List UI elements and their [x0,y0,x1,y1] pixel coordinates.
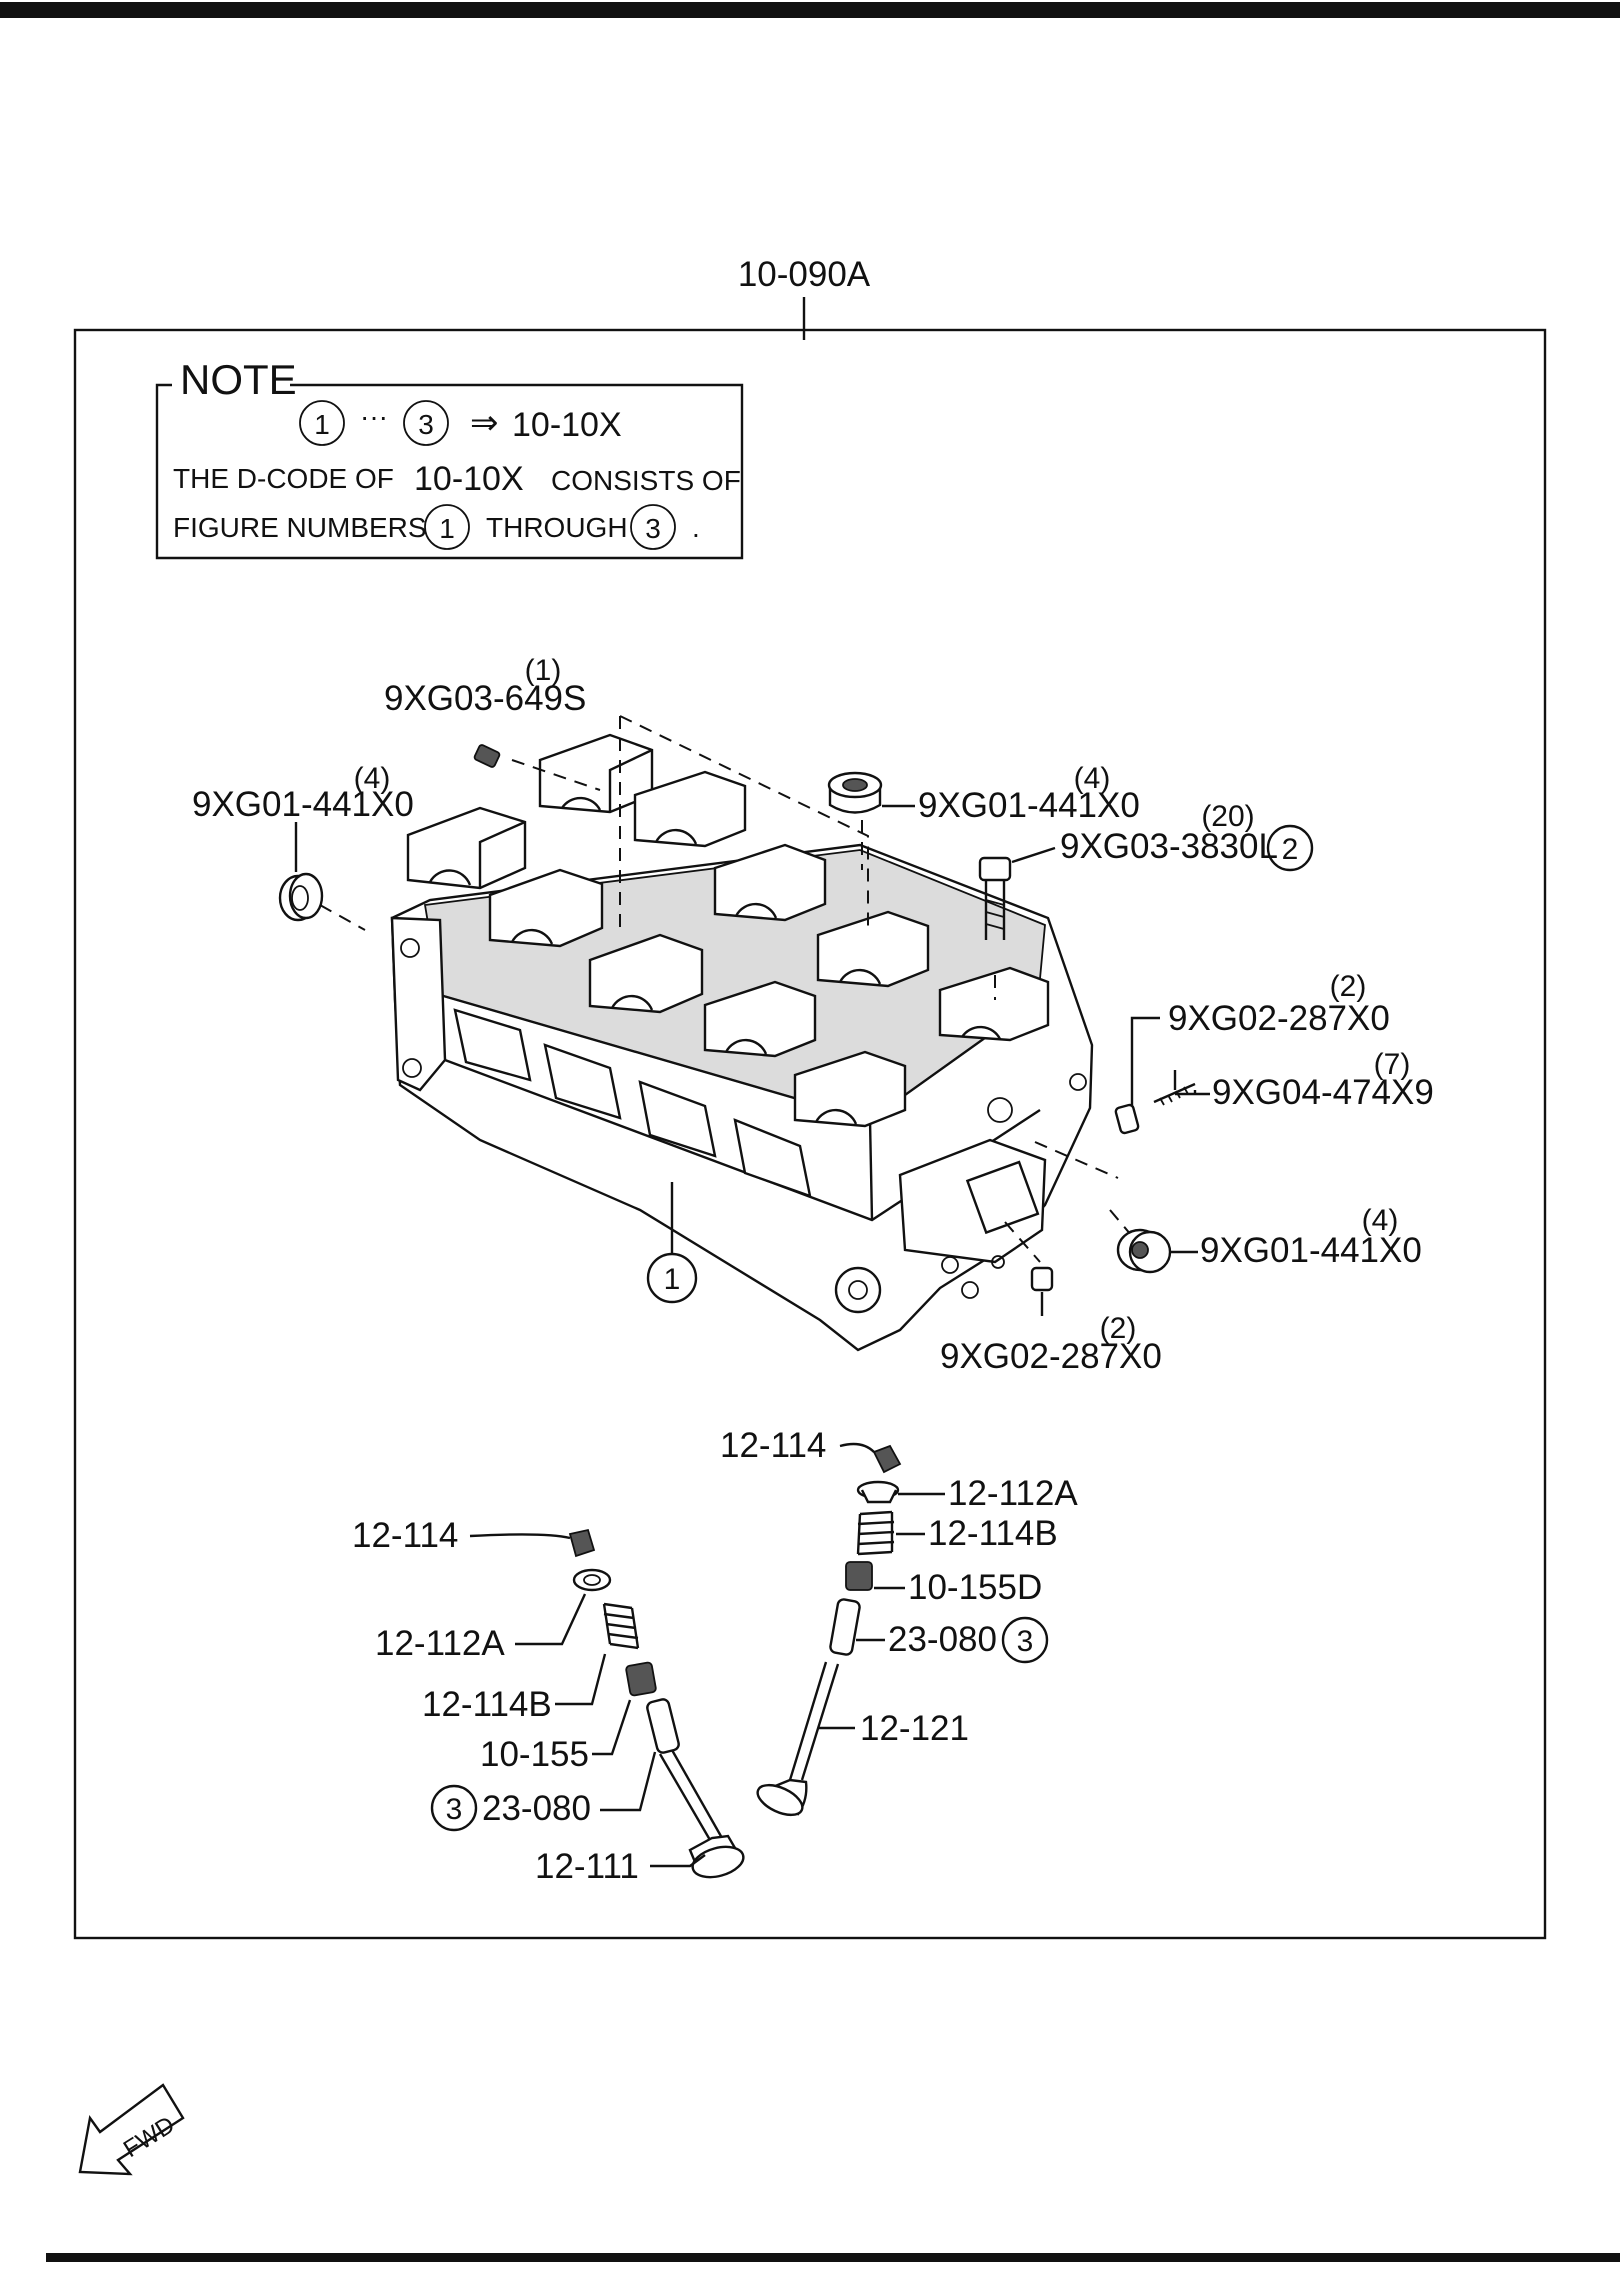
svg-text:FIGURE NUMBERS: FIGURE NUMBERS [173,512,427,543]
valve-train-left: 12-114 12-112A 12-114B 10-155 3 23-080 1… [352,1516,745,1886]
assembly-code: 10-090A [738,255,871,294]
svg-text:23-080: 23-080 [482,1789,591,1828]
svg-text:···: ··· [360,401,388,432]
svg-text:12-114: 12-114 [352,1516,458,1555]
svg-text:⇒: ⇒ [470,404,499,442]
svg-text:(4): (4) [1362,1204,1399,1237]
svg-text:(7): (7) [1374,1048,1411,1081]
svg-text:2: 2 [1282,833,1299,866]
svg-text:10-155: 10-155 [480,1735,589,1774]
svg-text:23-080: 23-080 [888,1620,997,1659]
svg-text:1: 1 [314,409,330,440]
seal-left: (4) 9XG01-441X0 [192,762,414,922]
svg-text:1: 1 [439,513,455,544]
svg-text:9XG04-474X9: 9XG04-474X9 [1212,1073,1434,1112]
top-rule [0,2,1620,18]
svg-text:9XG01-441X0: 9XG01-441X0 [192,785,414,824]
valve-train-right: 12-114 12-112A 12-114B 10-155D 23-080 3 … [720,1426,1078,1817]
seal-top: (4) 9XG01-441X0 [827,762,1140,825]
svg-text:3: 3 [418,409,434,440]
svg-text:3: 3 [1017,1625,1034,1658]
svg-text:(2): (2) [1100,1312,1137,1345]
svg-text:(1): (1) [525,654,562,687]
svg-text:12-112A: 12-112A [375,1624,505,1663]
svg-text:THE D-CODE OF: THE D-CODE OF [173,463,394,494]
svg-text:10-10X: 10-10X [414,460,524,498]
cylinder-head [390,733,1094,1352]
diagram-frame [73,328,1547,1940]
svg-text:12-114: 12-114 [720,1426,826,1465]
svg-text:9XG01-441X0: 9XG01-441X0 [1200,1231,1422,1270]
svg-text:12-114B: 12-114B [422,1685,552,1724]
note-box: NOTE 1 ··· 3 ⇒ 10-10X THE D-CODE OF 10-1… [155,356,744,560]
svg-text:(4): (4) [354,762,391,795]
svg-text:12-114B: 12-114B [928,1514,1058,1553]
bottom-rule [46,2253,1620,2262]
plug-649s: (1) 9XG03-649S [384,654,586,768]
svg-text:12-121: 12-121 [860,1709,969,1748]
seal-right: (4) 9XG01-441X0 [1116,1204,1422,1274]
svg-text:(4): (4) [1074,762,1111,795]
svg-text:9XG02-287X0: 9XG02-287X0 [1168,999,1390,1038]
svg-text:THROUGH: THROUGH [486,512,628,543]
svg-text:.: . [692,512,700,543]
dowel-right: (2) 9XG02-287X0 [1114,970,1390,1135]
svg-text:12-111: 12-111 [535,1847,639,1886]
svg-text:10-10X: 10-10X [512,406,622,444]
svg-text:CONSISTS OF: CONSISTS OF [551,465,741,496]
fwd-arrow-icon: FWD [78,2083,185,2176]
svg-text:9XG01-441X0: 9XG01-441X0 [918,786,1140,825]
svg-text:12-112A: 12-112A [948,1474,1078,1513]
svg-text:9XG03-3830L: 9XG03-3830L [1060,827,1278,866]
callout-cylinder-head: 1 [646,1182,698,1304]
fwd-label: FWD [119,2111,180,2163]
svg-text:3: 3 [446,1793,463,1826]
svg-text:(2): (2) [1330,970,1367,1003]
svg-text:10-155D: 10-155D [908,1568,1042,1607]
svg-text:9XG02-287X0: 9XG02-287X0 [940,1337,1162,1376]
svg-text:(20): (20) [1201,800,1254,833]
svg-text:9XG03-649S: 9XG03-649S [384,679,586,718]
svg-text:1: 1 [664,1263,681,1296]
note-heading: NOTE [180,356,297,403]
stud: (7) 9XG04-474X9 [1153,1048,1434,1112]
svg-text:3: 3 [645,513,661,544]
head-bolt: (20) 9XG03-3830L 2 [978,800,1314,940]
dowel-bottom: (2) 9XG02-287X0 [940,1266,1162,1376]
